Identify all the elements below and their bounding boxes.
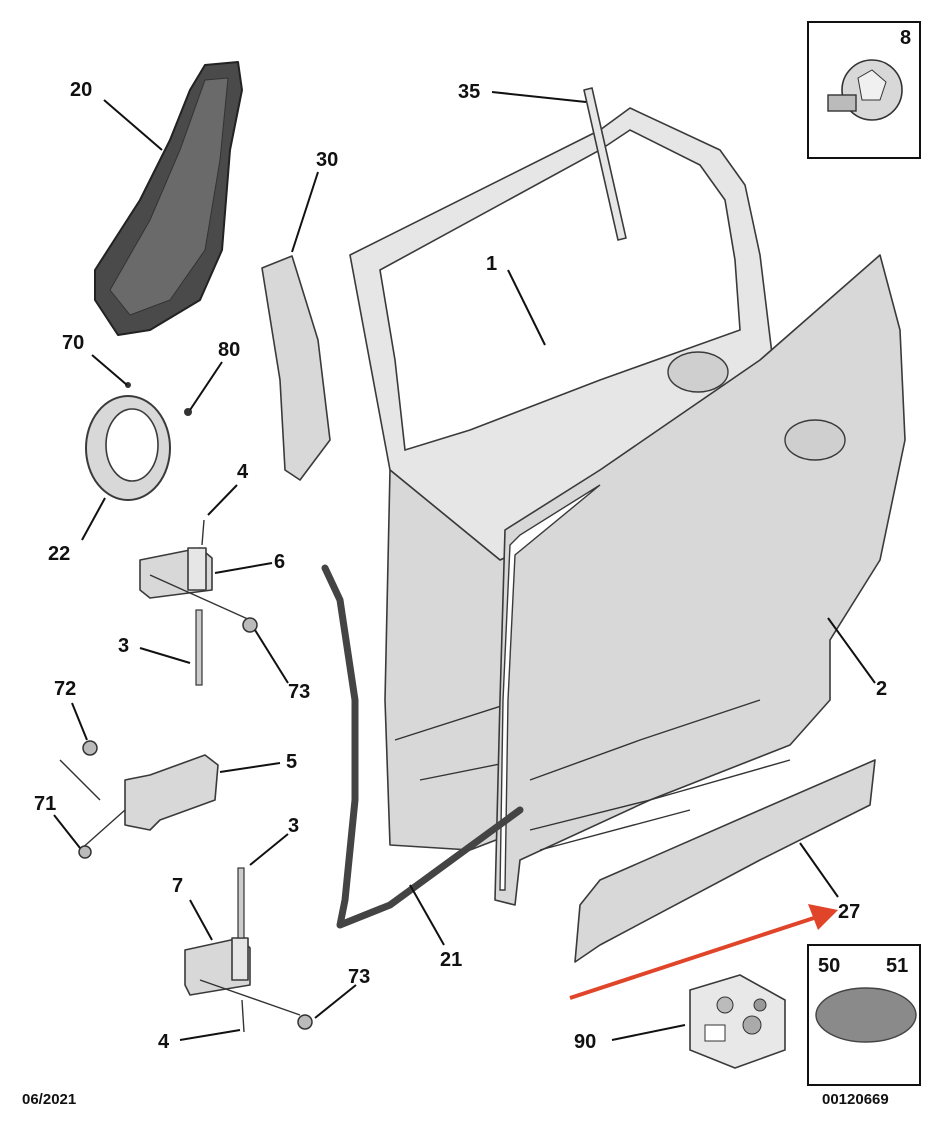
part-35-window-strip xyxy=(583,87,627,241)
callout-4-upper: 4 xyxy=(237,461,249,483)
part-8-inset-box xyxy=(807,21,921,159)
part-5-check-strap xyxy=(59,740,219,859)
part-50-51-inset-box xyxy=(807,944,921,1086)
callout-21: 21 xyxy=(440,949,462,971)
callout-51: 51 xyxy=(886,955,908,977)
callout-73-lower: 73 xyxy=(348,966,370,988)
part-6-upper-hinge xyxy=(139,547,258,633)
callout-70: 70 xyxy=(62,332,84,354)
part-27-sill-moulding xyxy=(574,759,876,963)
door-handle-recess xyxy=(667,351,729,393)
callout-3-upper: 3 xyxy=(118,635,129,657)
callout-50: 50 xyxy=(818,955,840,977)
callout-3-lower: 3 xyxy=(288,815,299,837)
callout-72: 72 xyxy=(54,678,76,700)
part-7-lower-hinge xyxy=(184,867,313,1033)
part-3-bolt-upper xyxy=(195,609,203,686)
callout-35: 35 xyxy=(458,81,480,103)
callout-73-upper: 73 xyxy=(288,681,310,703)
part-4-pin-upper xyxy=(201,519,205,546)
callout-6: 6 xyxy=(274,551,285,573)
callout-8: 8 xyxy=(900,27,911,49)
callout-80: 80 xyxy=(218,339,240,361)
regulator-panel-inner xyxy=(109,77,229,316)
callout-27: 27 xyxy=(838,901,860,923)
callout-7: 7 xyxy=(172,875,183,897)
highlight-arrow xyxy=(569,904,838,1000)
footer-reference: 00120669 xyxy=(822,1091,889,1108)
part-30-pillar-trim xyxy=(261,255,331,481)
leader-lines xyxy=(53,91,876,1041)
callout-5: 5 xyxy=(286,751,297,773)
callout-1: 1 xyxy=(486,253,497,275)
callout-22: 22 xyxy=(48,543,70,565)
part-22-speaker-ring xyxy=(85,395,171,501)
part-21-door-seal xyxy=(321,564,524,929)
callout-71: 71 xyxy=(34,793,56,815)
callout-4-lower: 4 xyxy=(158,1031,170,1053)
callout-90: 90 xyxy=(574,1031,596,1053)
callout-20: 20 xyxy=(70,79,92,101)
adhesive-patch xyxy=(815,987,917,1043)
callout-2: 2 xyxy=(876,678,887,700)
part-2-door-outer-skin xyxy=(494,254,906,906)
footer-date: 06/2021 xyxy=(22,1091,76,1108)
part-90-fixing-kit xyxy=(689,974,786,1069)
callout-30: 30 xyxy=(316,149,338,171)
